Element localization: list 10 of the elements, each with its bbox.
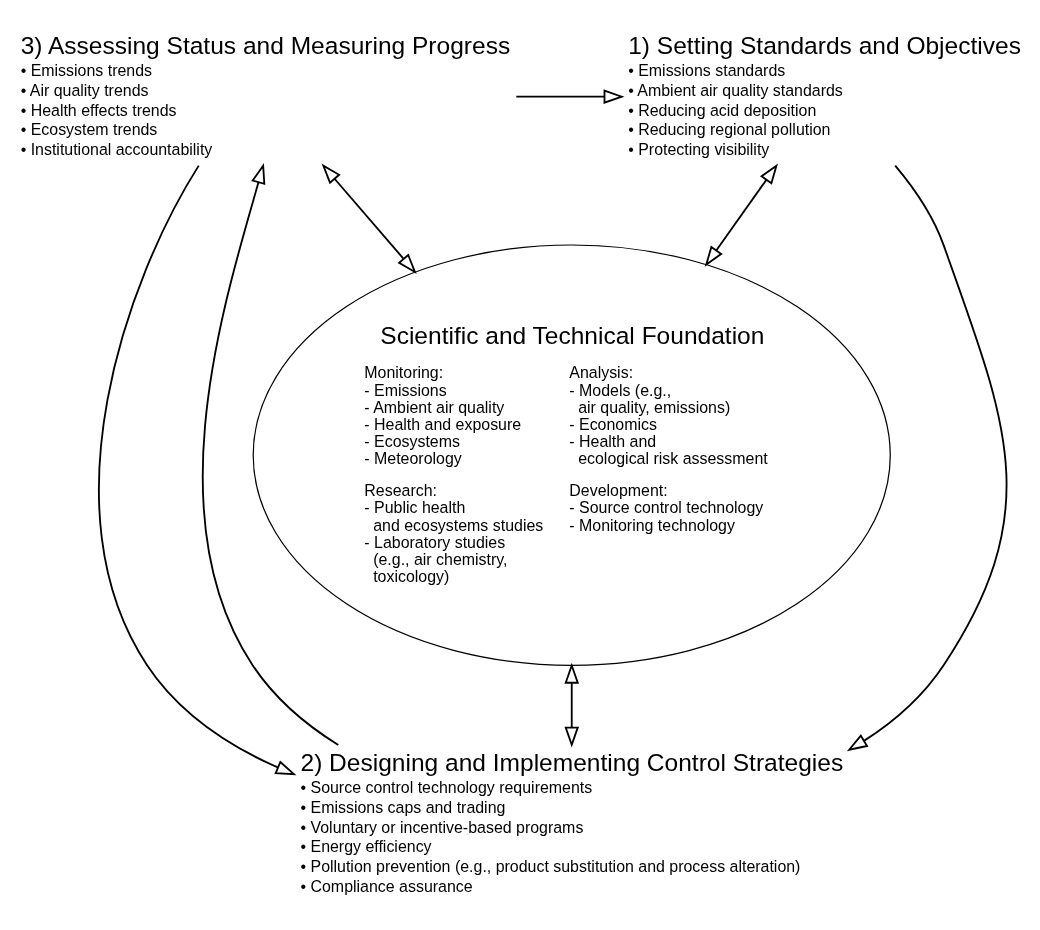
arrow [97,164,296,776]
node-text: 1) Setting Standards and Objectives • Emissions standards • Ambient air quality standards • Reducing acid deposition • Reducing regional pollution • Protecting visibility [627,31,1021,158]
arrow [201,162,339,746]
node-text: 2) Designing and Implementing Control Strategies • Source control technology requirements • Emissions caps and trading • Voluntary or incentive-based programs • Energy efficiency • Pollution prevention (e.g., product substitution and process alteration) • Compliance assurance [300,748,843,895]
node-text: 3) Assessing Status and Measuring Progress • Emissions trends • Air quality trends • Health effects trends • Ecosystem trends • Institutional accountability [20,31,510,158]
arrow [563,662,579,748]
arrow [846,164,1007,752]
arrow [514,89,624,104]
arrow [321,163,417,275]
arrow [704,163,778,267]
